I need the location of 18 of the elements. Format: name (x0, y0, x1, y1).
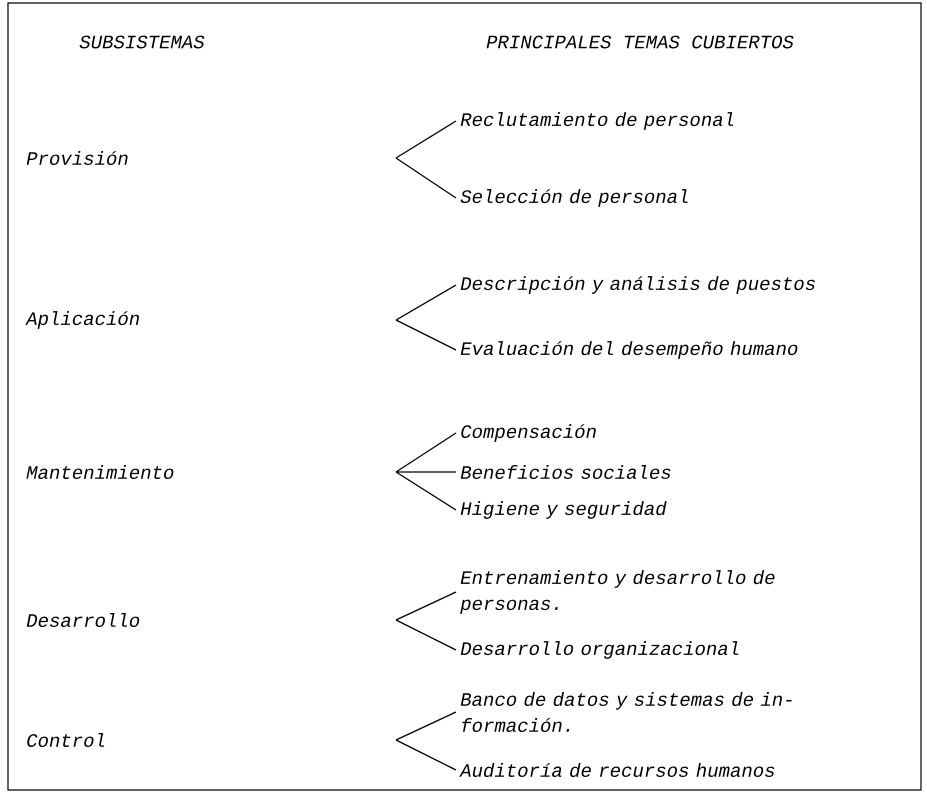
subsystem-label: Aplicación (25, 311, 139, 329)
topic-label: Evaluación del desempeño humano (460, 341, 798, 359)
column-heading: SUBSISTEMAS (80, 36, 204, 48)
topic-label: Reclutamiento de personal (460, 112, 734, 130)
subsystem-label: Desarrollo (26, 613, 140, 627)
subsystem-label: Control (27, 733, 104, 747)
topic-label: Entrenamiento y desarrollo de personas. (460, 570, 774, 614)
topic-label: Beneficios sociales (460, 465, 670, 479)
topic-label: Higiene y seguridad (460, 501, 667, 519)
topic-label: Banco de datos y sistemas de in- formación. (460, 692, 792, 732)
topic-label: Compensación (461, 424, 596, 442)
subsystem-label: Mantenimiento (26, 465, 174, 479)
topic-label: Selección de personal (460, 189, 688, 207)
topic-label: Descripción y análisis de puestos (460, 276, 815, 294)
column-heading: PRINCIPALES TEMAS CUBIERTOS (486, 36, 794, 48)
topic-label: Desarrollo organizacional (460, 641, 738, 659)
subsystem-label: Provisión (26, 151, 128, 165)
topic-label: Auditoría de recursos humanos (459, 763, 774, 777)
